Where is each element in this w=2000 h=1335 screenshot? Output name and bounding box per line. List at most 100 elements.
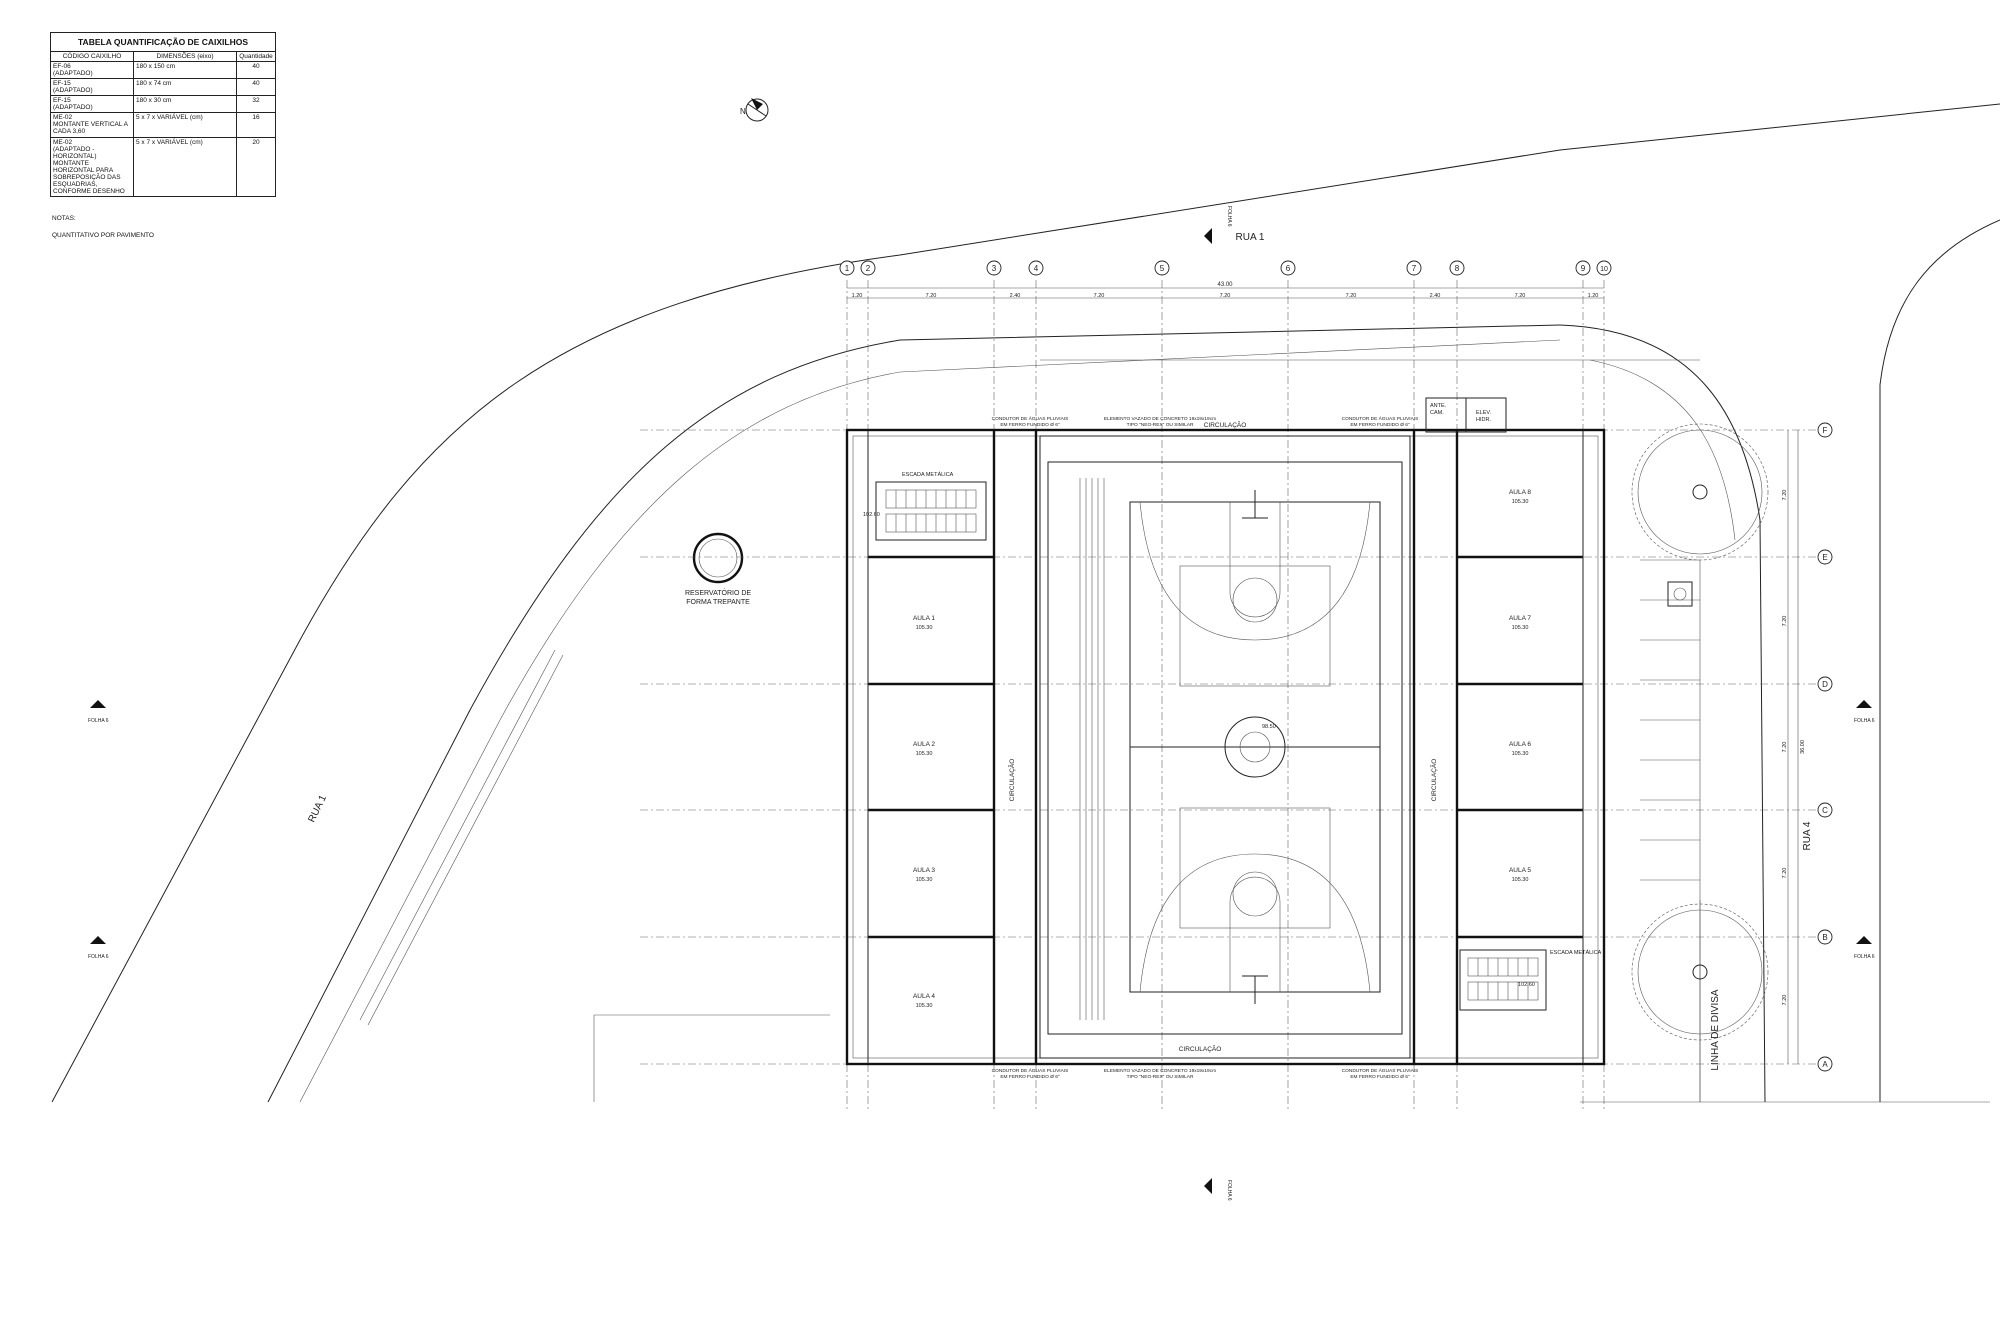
reservoir-label-1: RESERVATÓRIO DE xyxy=(685,588,751,597)
top-dimensions: 43.00 1.20 7.20 2.40 7.20 7.20 7.20 2.40… xyxy=(847,282,1604,299)
grid-row-label: F xyxy=(1823,426,1828,435)
schedule-qty: 20 xyxy=(236,137,276,197)
dim-label: 7.20 xyxy=(1094,293,1105,299)
room-name: AULA 6 xyxy=(1509,741,1531,748)
schedule-qty: 40 xyxy=(236,61,276,79)
divisa-label: LINHA DE DIVISA xyxy=(1710,989,1721,1070)
room-name: AULA 8 xyxy=(1509,489,1531,496)
bleachers xyxy=(1079,478,1105,1020)
room-area: 105.30 xyxy=(1512,499,1529,505)
right-dimensions: 7.20 7.20 7.20 7.20 7.20 36.00 xyxy=(1782,430,1806,1064)
section-folha-label: FOLHA 6 xyxy=(1854,954,1875,960)
grid-row-label: A xyxy=(1822,1060,1828,1069)
section-marker-top: FOLHA 6 xyxy=(1204,206,1232,244)
rain-note: CONDUTOR DE ÁGUAS PLUVIAIS xyxy=(1342,415,1419,422)
room-area: 105.30 xyxy=(916,625,933,631)
room-name: AULA 2 xyxy=(913,741,935,748)
schedule-code-note: (ADAPTADO -HORIZONTAL) MONTANTE HORIZONT… xyxy=(53,146,125,195)
dim-label: 1.20 xyxy=(1588,293,1599,299)
section-folha-label: FOLHA 6 xyxy=(1226,206,1232,227)
room-area: 105.30 xyxy=(1512,625,1529,631)
grid-col-label: 1 xyxy=(845,264,850,273)
section-marker-left-2: FOLHA 6 xyxy=(88,936,109,960)
section-folha-label: FOLHA 6 xyxy=(1854,718,1875,724)
rain-note-sub: EM FERRO FUNDIDO Ø 6" xyxy=(1350,1074,1410,1080)
dim-label: 1.20 xyxy=(852,293,863,299)
grid-col-label: 3 xyxy=(992,264,997,273)
grid-col-label: 2 xyxy=(866,264,871,273)
circulation-left-label: CIRCULAÇÃO xyxy=(1007,759,1016,802)
room-area: 105.30 xyxy=(916,1003,933,1009)
section-marker-bottom: FOLHA 6 xyxy=(1204,1178,1232,1201)
room-area: 105.30 xyxy=(916,877,933,883)
accessible-parking-icon xyxy=(1667,581,1693,607)
room-aula-1: AULA 1 105.30 xyxy=(913,615,935,631)
schedule-code-note: (ADAPTADO) xyxy=(53,87,93,94)
schedule-code: EF-06 xyxy=(53,63,71,70)
street-top-label: RUA 1 xyxy=(1236,232,1265,243)
dim-label: 7.20 xyxy=(1782,616,1788,627)
stair-label: ESCADA METÁLICA xyxy=(902,471,954,478)
rain-note-sub: EM FERRO FUNDIDO Ø 6" xyxy=(1000,1074,1060,1080)
grid-column-bubbles: 1 2 3 4 5 6 7 8 9 10 xyxy=(839,260,1612,276)
notes-text: QUANTITATIVO POR PAVIMENTO xyxy=(52,232,154,239)
cam-label: CAM. xyxy=(1430,410,1444,416)
schedule-code-note: MONTANTE VERTICAL A CADA 3,60 xyxy=(53,121,128,135)
north-arrow-icon: N xyxy=(740,98,769,122)
grid-col-label: 5 xyxy=(1160,264,1165,273)
room-aula-3: AULA 3 105.30 xyxy=(913,867,935,883)
reservoir: RESERVATÓRIO DE FORMA TREPANTE xyxy=(685,532,751,606)
antec-label: ANTE. xyxy=(1430,403,1447,409)
table-row: ME-02(ADAPTADO -HORIZONTAL) MONTANTE HOR… xyxy=(50,137,276,197)
room-area: 105.30 xyxy=(916,751,933,757)
dim-label: 7.20 xyxy=(1782,868,1788,879)
reservoir-label-2: FORMA TREPANTE xyxy=(686,599,750,606)
stair-bottom-right: ESCADA METÁLICA 102.60 xyxy=(1459,949,1602,1011)
room-name: AULA 1 xyxy=(913,615,935,622)
stair-level: 102.60 xyxy=(863,512,880,518)
schedule-code-note: (ADAPTADO) xyxy=(53,104,93,111)
cobogo-note-sub: TIPO "NEO-REX" OU SIMILAR xyxy=(1127,422,1194,428)
building-walls xyxy=(845,397,1606,1066)
schedule-dim: 5 x 7 x VARIÁVEL (cm) xyxy=(133,137,237,197)
grid-row-bubbles: F E D C B A xyxy=(1817,422,1833,1072)
room-aula-7: AULA 7 105.30 xyxy=(1509,615,1531,631)
cobogo-note: ELEMENTO VAZADO DE CONCRETO 19x19x19cm xyxy=(1104,416,1216,422)
stair-top-left: ESCADA METÁLICA 102.60 xyxy=(863,471,987,541)
grid-row-label: C xyxy=(1822,806,1828,815)
grid-col-label: 6 xyxy=(1286,264,1291,273)
dim-label: 7.20 xyxy=(1782,742,1788,753)
dim-label: 7.20 xyxy=(1346,293,1357,299)
grid-row-label: B xyxy=(1822,933,1827,942)
site-lines xyxy=(51,103,2000,1103)
room-name: AULA 5 xyxy=(1509,867,1531,874)
schedule-code: EF-15 xyxy=(53,97,71,104)
notes-title: NOTAS: xyxy=(52,215,76,222)
room-aula-4: AULA 4 105.30 xyxy=(913,993,935,1009)
section-marker-right-2: FOLHA 6 xyxy=(1854,936,1875,960)
street-left-label: RUA 1 xyxy=(306,793,329,824)
schedule-qty: 16 xyxy=(236,112,276,138)
tree-bottom-right xyxy=(1631,903,1769,1041)
schedule-code: ME-02 xyxy=(53,139,73,146)
grid-col-label: 4 xyxy=(1034,264,1039,273)
dim-label: 2.40 xyxy=(1430,293,1441,299)
grid-col-label: 9 xyxy=(1581,264,1586,273)
sports-court: 98.50 xyxy=(1129,490,1381,1004)
room-aula-8: AULA 8 105.30 xyxy=(1509,489,1531,505)
dim-label: 2.40 xyxy=(1010,293,1021,299)
section-marker-left-1: FOLHA 6 xyxy=(88,700,109,724)
schedule-code: ME-02 xyxy=(53,114,73,121)
section-folha-label: FOLHA 6 xyxy=(88,718,109,724)
circulation-bottom-label: CIRCULAÇÃO xyxy=(1179,1044,1222,1053)
rain-note-sub: EM FERRO FUNDIDO Ø 6" xyxy=(1000,422,1060,428)
grid-row-label: E xyxy=(1822,553,1827,562)
rain-note-sub: EM FERRO FUNDIDO Ø 6" xyxy=(1350,422,1410,428)
circulation-right-label: CIRCULAÇÃO xyxy=(1429,759,1438,802)
room-name: AULA 7 xyxy=(1509,615,1531,622)
room-name: AULA 3 xyxy=(913,867,935,874)
schedule-code: EF-15 xyxy=(53,80,71,87)
room-aula-6: AULA 6 105.30 xyxy=(1509,741,1531,757)
